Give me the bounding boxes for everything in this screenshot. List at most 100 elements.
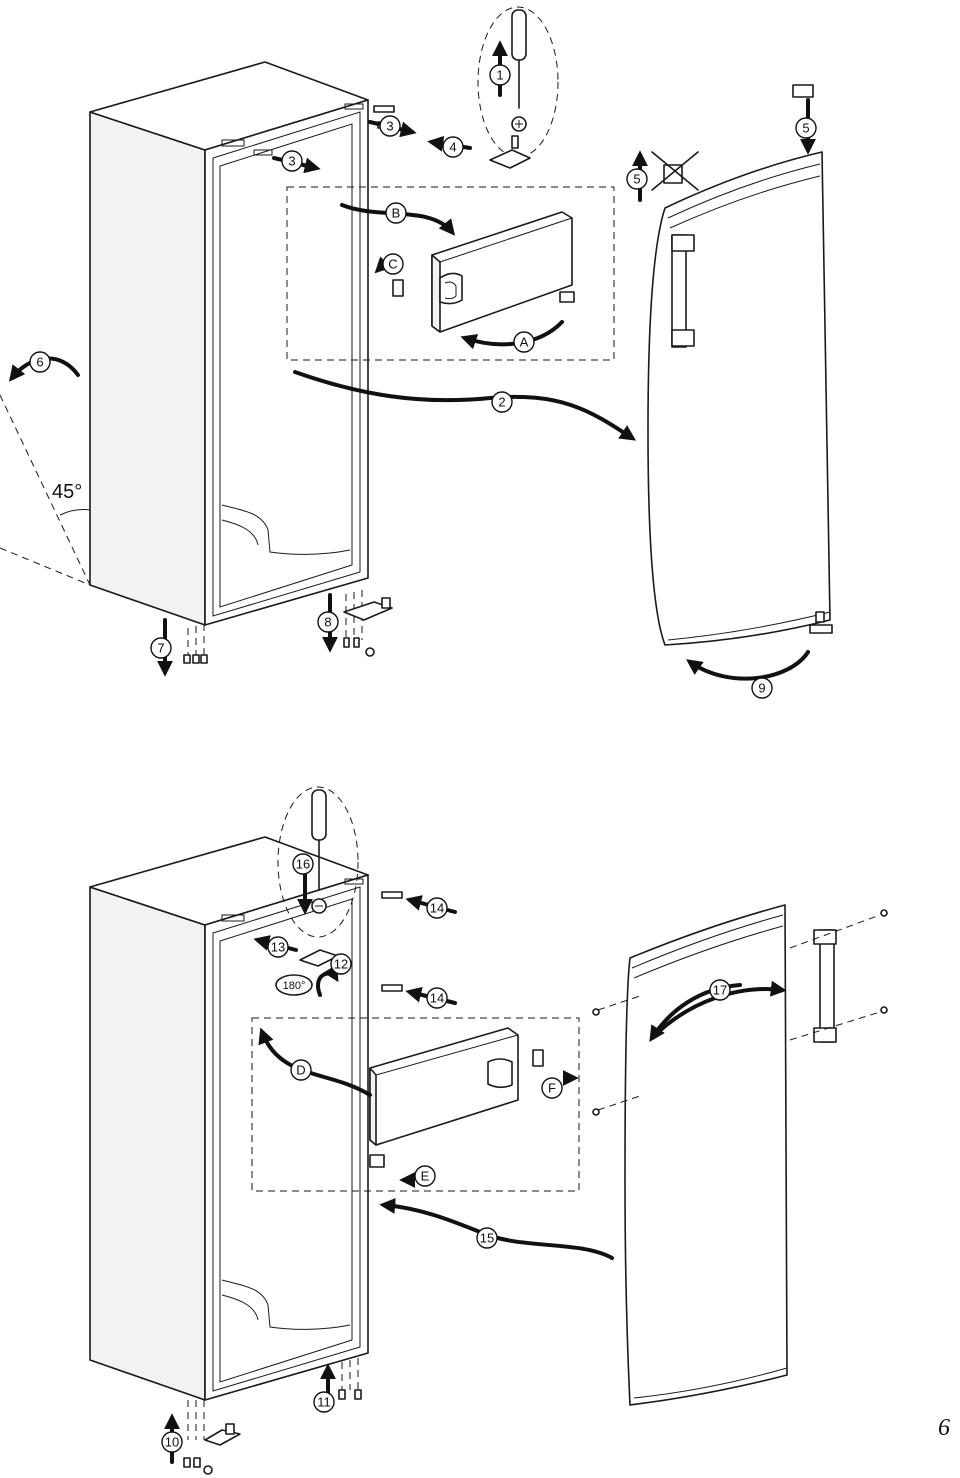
svg-text:3: 3	[386, 119, 393, 134]
screw-icon	[338, 1389, 346, 1400]
hinge-cover	[373, 105, 395, 113]
screw-icon	[592, 1108, 600, 1116]
svg-text:14: 14	[430, 991, 444, 1006]
hinge-icon	[792, 84, 814, 98]
screw-icon	[365, 647, 375, 657]
svg-text:1: 1	[496, 68, 503, 83]
svg-text:5: 5	[633, 172, 640, 187]
fridge-cabinet-top	[89, 61, 369, 664]
svg-text:7: 7	[157, 641, 164, 656]
flap-handle-icon	[487, 1058, 513, 1089]
svg-text:C: C	[388, 257, 397, 272]
screw-icon	[880, 909, 888, 917]
step-badge-e: E	[414, 1165, 436, 1187]
detail-ellipse	[277, 786, 359, 938]
svg-text:10: 10	[165, 1435, 179, 1450]
hinge-cover	[381, 891, 403, 899]
svg-text:12: 12	[334, 957, 348, 972]
hinge-icon	[559, 291, 575, 303]
svg-text:11: 11	[317, 1395, 331, 1410]
move-door-arrow	[379, 1197, 614, 1260]
rotate-angle-label: 180°	[283, 980, 306, 992]
screw-icon	[343, 637, 350, 648]
step-badge-14b: 14	[426, 987, 448, 1009]
screw-icon	[183, 654, 191, 664]
arrow-9	[686, 650, 810, 681]
step-badge-a: A	[513, 331, 535, 353]
top-panel: 45°	[0, 6, 833, 699]
svg-text:4: 4	[449, 140, 456, 155]
svg-text:E: E	[421, 1169, 430, 1184]
screw-icon	[353, 637, 360, 648]
detail-ellipse	[477, 6, 559, 158]
step-badge-15: 15	[476, 1227, 498, 1249]
screw-icon	[193, 1457, 201, 1468]
step-badge-16: 16	[292, 853, 314, 875]
freezer-flap-bottom	[369, 1027, 544, 1168]
fridge-cabinet-bottom	[89, 836, 369, 1440]
screw-icon	[592, 1008, 600, 1016]
hinge-icon	[809, 624, 833, 634]
hinge-icon	[343, 601, 393, 621]
step-badge-10: 10	[161, 1431, 183, 1453]
detail-box-top	[286, 186, 615, 361]
screwdriver-icon	[311, 789, 327, 891]
bracket-icon	[392, 279, 404, 297]
svg-text:15: 15	[480, 1231, 494, 1246]
step-badge-7: 7	[150, 637, 172, 659]
floor-line	[0, 547, 91, 586]
angle-arc	[59, 509, 91, 516]
screw-icon	[200, 654, 208, 664]
flap-handle-icon	[439, 272, 463, 305]
hinge-cover	[381, 984, 403, 992]
svg-text:8: 8	[324, 615, 331, 630]
crossed-out-icon	[651, 151, 699, 191]
move-door-arrow	[293, 370, 636, 441]
svg-text:A: A	[520, 335, 529, 350]
freezer-flap-top	[392, 211, 575, 333]
bracket-icon	[532, 1049, 544, 1067]
hinge-icon	[369, 1154, 385, 1168]
screw-icon	[203, 1465, 213, 1475]
step-badge-b: B	[385, 202, 407, 224]
step-badge-f: F	[541, 1077, 563, 1099]
page-number: 6	[938, 1415, 950, 1441]
step-badge-14a: 14	[426, 897, 448, 919]
step-badge-13: 13	[267, 936, 289, 958]
step-badge-d: D	[290, 1059, 312, 1081]
step-badge-9: 9	[751, 677, 773, 699]
bottom-panel: 180° 10 11 12 13 14 14 15 16 17 D E F	[89, 786, 888, 1475]
step-badge-6: 6	[29, 351, 51, 373]
hinge-icon	[489, 149, 531, 169]
screw-icon	[354, 1389, 362, 1400]
step-badge-17: 17	[709, 979, 731, 1001]
step-badge-5a: 5	[626, 168, 648, 190]
step-badge-4: 4	[442, 136, 464, 158]
fridge-door-top	[647, 151, 831, 646]
svg-text:16: 16	[296, 857, 310, 872]
svg-text:2: 2	[498, 395, 505, 410]
screw-icon	[192, 654, 200, 664]
svg-text:14: 14	[430, 901, 444, 916]
step-badge-c: C	[382, 253, 404, 275]
detail-box-bottom	[251, 1017, 580, 1192]
arrow-12	[316, 964, 339, 997]
svg-text:17: 17	[713, 983, 727, 998]
svg-text:5: 5	[802, 121, 809, 136]
step-badge-3b: 3	[379, 115, 401, 137]
svg-text:D: D	[296, 1063, 305, 1078]
fridge-door-bottom	[624, 904, 788, 1406]
step-badge-5b: 5	[795, 117, 817, 139]
step-badge-2: 2	[491, 391, 513, 413]
svg-text:13: 13	[271, 940, 285, 955]
svg-text:F: F	[548, 1081, 556, 1096]
tilt-angle-label: 45°	[52, 481, 82, 503]
svg-text:9: 9	[758, 681, 765, 696]
rotate-label-ellipse	[275, 974, 313, 996]
screwdriver-icon	[511, 9, 527, 109]
svg-text:3: 3	[288, 154, 295, 169]
svg-text:6: 6	[36, 355, 43, 370]
screw-icon	[183, 1457, 191, 1468]
step-badge-1: 1	[489, 64, 511, 86]
